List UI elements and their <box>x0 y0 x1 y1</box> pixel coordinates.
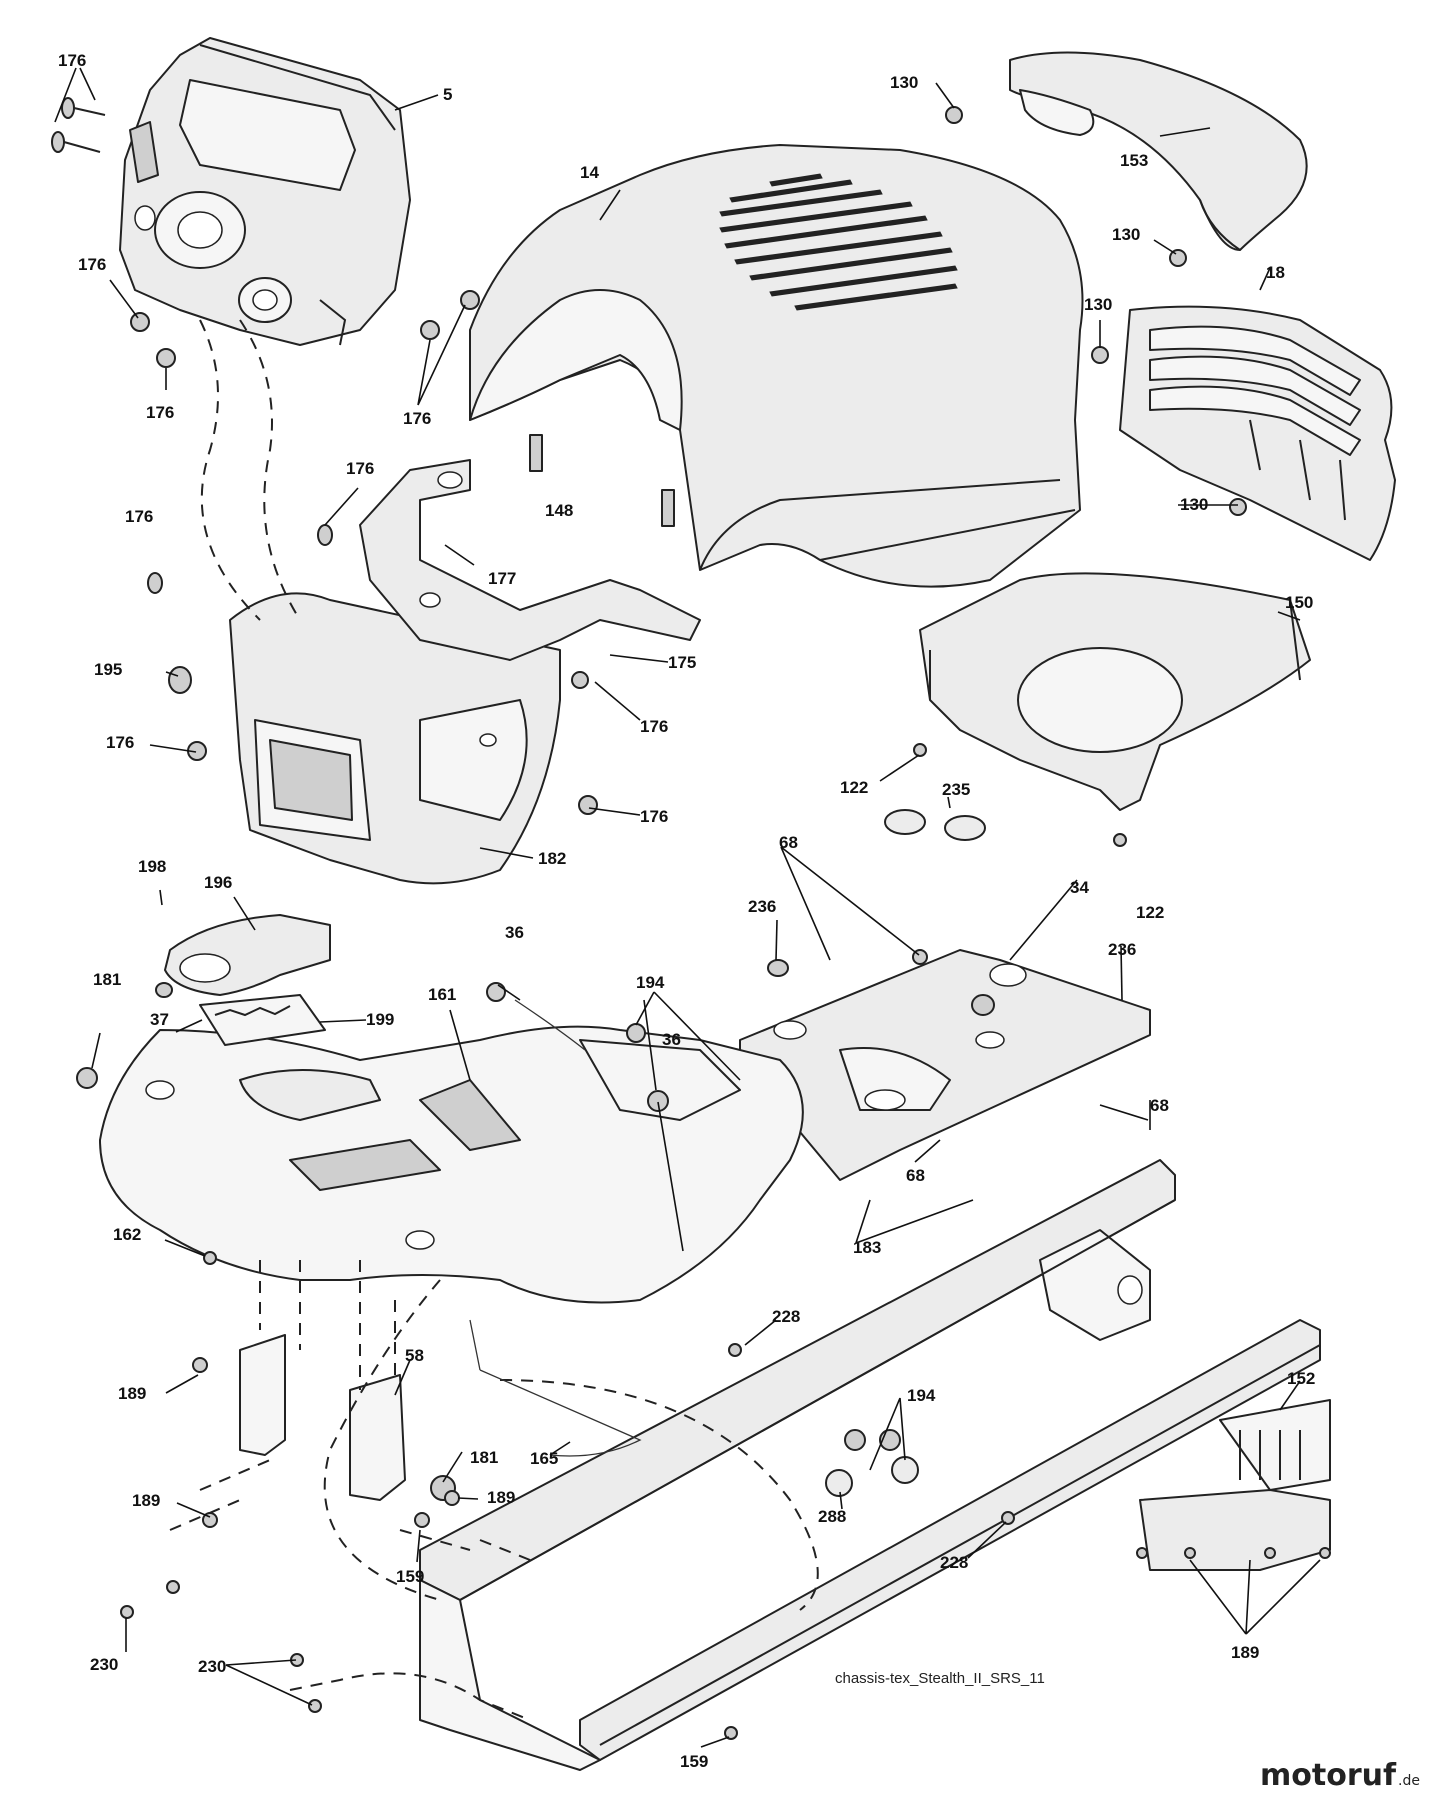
callout-176: 176 <box>78 255 106 274</box>
callout-176: 176 <box>106 733 134 752</box>
callout-130: 130 <box>1112 225 1140 244</box>
callout-228: 228 <box>940 1553 968 1572</box>
callout-161: 161 <box>428 985 456 1004</box>
callout-189: 189 <box>118 1384 146 1403</box>
callout-68: 68 <box>906 1166 925 1185</box>
callout-177: 177 <box>488 569 516 588</box>
callout-130: 130 <box>890 73 918 92</box>
callout-68: 68 <box>779 833 798 852</box>
chassis-frame <box>419 1159 1321 1771</box>
callout-176: 176 <box>146 403 174 422</box>
callout-68: 68 <box>1150 1096 1169 1115</box>
steering-console-part-182 <box>229 592 561 885</box>
callout-37: 37 <box>150 1010 169 1029</box>
front-bumper-part-153 <box>1009 51 1308 251</box>
callout-236: 236 <box>748 897 776 916</box>
callout-152: 152 <box>1287 1369 1315 1388</box>
plate-part-196 <box>164 914 331 996</box>
callout-198: 198 <box>138 857 166 876</box>
callout-153: 153 <box>1120 151 1148 170</box>
hardware-fasteners <box>51 97 1331 1740</box>
callout-14: 14 <box>580 163 599 182</box>
callout-36: 36 <box>505 923 524 942</box>
callout-36: 36 <box>662 1030 681 1049</box>
callout-183: 183 <box>853 1238 881 1257</box>
callout-176: 176 <box>640 807 668 826</box>
callout-176: 176 <box>640 717 668 736</box>
dash-bracket-part-175 <box>359 459 701 661</box>
part-callouts: 176 5 130 153 14 176 130 18 130 176 176 … <box>58 51 1315 1771</box>
callout-176: 176 <box>58 51 86 70</box>
callout-181: 181 <box>470 1448 498 1467</box>
battery-tray-part-150 <box>919 572 1311 811</box>
callout-230: 230 <box>90 1655 118 1674</box>
callout-196: 196 <box>204 873 232 892</box>
callout-194: 194 <box>907 1386 936 1405</box>
callout-288: 288 <box>818 1507 846 1526</box>
callout-181: 181 <box>93 970 121 989</box>
callout-176: 176 <box>403 409 431 428</box>
callout-122: 122 <box>1136 903 1164 922</box>
brand-tld: .de <box>1398 1773 1420 1789</box>
callout-18: 18 <box>1266 263 1285 282</box>
brand-logo: motoruf .de <box>1260 1758 1420 1793</box>
callout-159: 159 <box>680 1752 708 1771</box>
callout-189: 189 <box>1231 1643 1259 1662</box>
callout-176: 176 <box>125 507 153 526</box>
callout-230: 230 <box>198 1657 226 1676</box>
callout-235: 235 <box>942 780 970 799</box>
callout-165: 165 <box>530 1449 558 1468</box>
callout-130: 130 <box>1084 295 1112 314</box>
leader-lines <box>54 67 1321 1748</box>
callout-5: 5 <box>443 85 452 104</box>
plate-part-199 <box>199 994 326 1046</box>
fender-part-37 <box>99 1025 804 1304</box>
callout-34: 34 <box>1070 878 1089 897</box>
mount-plate-part-34 <box>739 949 1151 1181</box>
callout-236: 236 <box>1108 940 1136 959</box>
callout-182: 182 <box>538 849 566 868</box>
callout-176: 176 <box>346 459 374 478</box>
callout-228: 228 <box>772 1307 800 1326</box>
callout-189: 189 <box>132 1491 160 1510</box>
callout-58: 58 <box>405 1346 424 1365</box>
callout-194: 194 <box>636 973 665 992</box>
diagram-caption: chassis-tex_Stealth_II_SRS_11 <box>835 1670 1045 1687</box>
callout-189: 189 <box>487 1488 515 1507</box>
callout-159: 159 <box>396 1567 424 1586</box>
callout-150: 150 <box>1285 593 1313 612</box>
callout-130: 130 <box>1180 495 1208 514</box>
callout-175: 175 <box>668 653 696 672</box>
callout-199: 199 <box>366 1010 394 1029</box>
brand-name: motoruf <box>1260 1758 1397 1793</box>
brackets-part-58 <box>239 1334 406 1501</box>
callout-122: 122 <box>840 778 868 797</box>
hood-part-14 <box>469 144 1084 588</box>
callout-162: 162 <box>113 1225 141 1244</box>
hood-vent-slots <box>719 173 958 311</box>
callout-195: 195 <box>94 660 122 679</box>
dashed-routing-lines <box>169 319 819 1721</box>
dash-console-part-5 <box>119 37 411 346</box>
callout-148: 148 <box>545 501 573 520</box>
grille-part-18 <box>1119 305 1396 561</box>
